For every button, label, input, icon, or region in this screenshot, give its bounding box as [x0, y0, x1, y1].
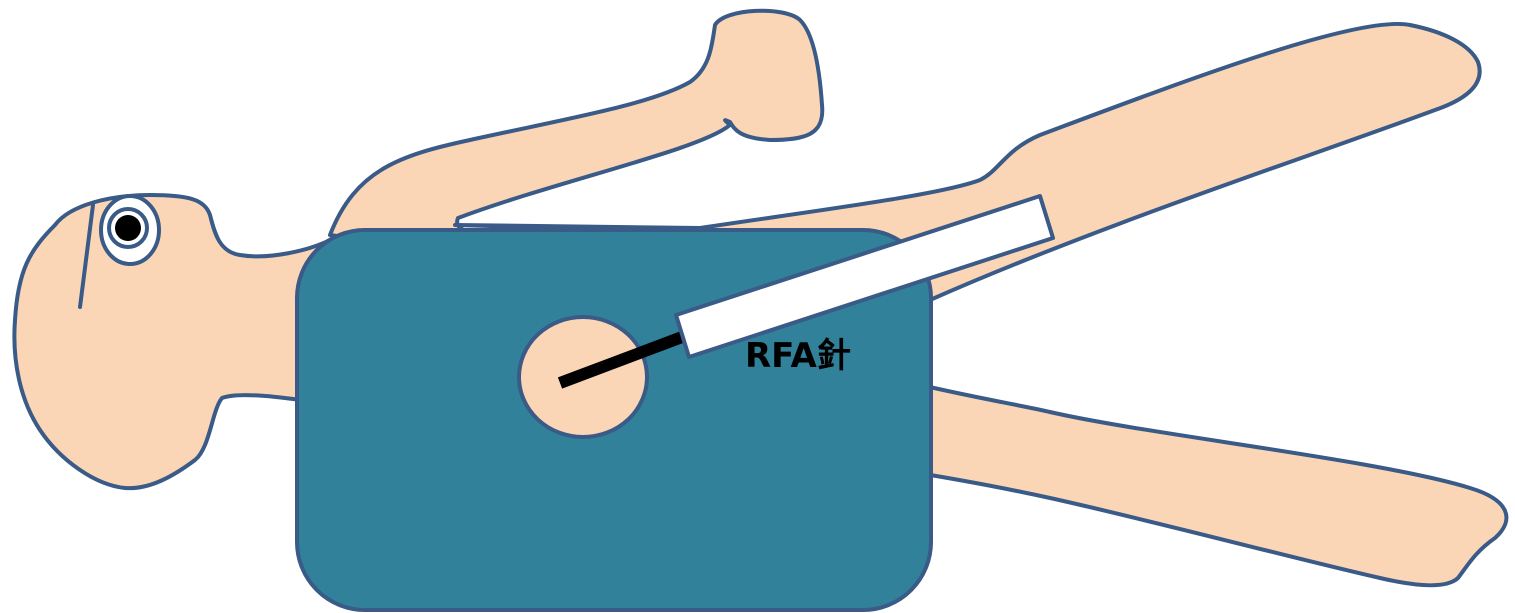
- legs: [900, 380, 1506, 585]
- head: [14, 195, 330, 488]
- eye-pupil: [115, 215, 141, 241]
- rfa-needle-label: RFA針: [745, 336, 851, 376]
- right-arm: [330, 11, 822, 245]
